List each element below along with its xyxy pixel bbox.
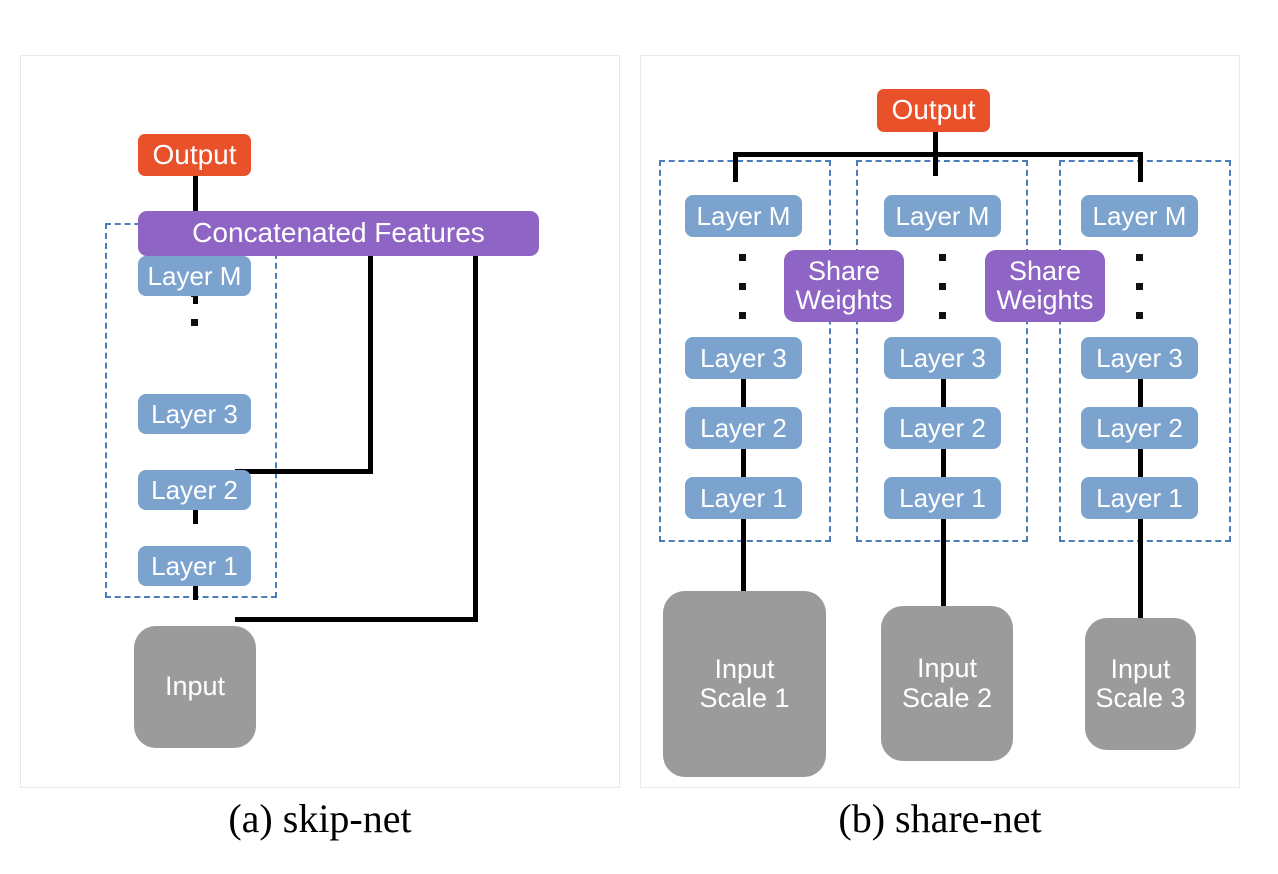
node-share-weights-1[interactable]: Share Weights [784, 250, 904, 322]
node-layer-2-branch-1[interactable]: Layer 2 [685, 407, 802, 449]
ellipsis-dot [1136, 312, 1143, 319]
node-layer-m-branch-3[interactable]: Layer M [1081, 195, 1198, 237]
connector-b1-layer3-layer2 [741, 374, 746, 412]
node-input-scale-1[interactable]: Input Scale 1 [663, 591, 826, 777]
node-share-weights-2[interactable]: Share Weights [985, 250, 1105, 322]
connector-b3-layer1-input [1138, 514, 1143, 629]
ellipsis-dots-branch-2 [939, 254, 946, 319]
skip-connector-layer3-vertical [368, 252, 373, 474]
ellipsis-dots-branch-1 [739, 254, 746, 319]
node-layer-3-skip[interactable]: Layer 3 [138, 394, 251, 434]
connector-output-to-concat [193, 172, 198, 215]
connector-b2-layer2-layer1 [941, 444, 946, 482]
node-layer-1-branch-3[interactable]: Layer 1 [1081, 477, 1198, 519]
node-layer-3-branch-1[interactable]: Layer 3 [685, 337, 802, 379]
panel-share-net: Layer M Layer 3 Layer 2 Layer 1 Input Sc… [640, 55, 1240, 788]
node-layer-1-skip[interactable]: Layer 1 [138, 546, 251, 586]
connector-b2-layer3-layer2 [941, 374, 946, 412]
node-input-skip[interactable]: Input [134, 626, 256, 748]
node-layer-m-branch-1[interactable]: Layer M [685, 195, 802, 237]
caption-skip-net: (a) skip-net [228, 796, 412, 841]
ellipsis-dot [739, 312, 746, 319]
connector-b1-layer2-layer1 [741, 444, 746, 482]
connector-b1-layer1-input [741, 514, 746, 629]
node-input-scale-3[interactable]: Input Scale 3 [1085, 618, 1196, 750]
node-input-scale-2[interactable]: Input Scale 2 [881, 606, 1013, 761]
node-layer-2-skip[interactable]: Layer 2 [138, 470, 251, 510]
node-concatenated-features[interactable]: Concatenated Features [138, 211, 539, 256]
ellipsis-dot [191, 319, 198, 326]
connector-output-bus [733, 152, 1143, 157]
panel-skip-net: Output Concatenated Features Layer M Lay… [20, 55, 620, 788]
connector-b3-layer3-layer2 [1138, 374, 1143, 412]
node-layer-1-branch-1[interactable]: Layer 1 [685, 477, 802, 519]
dashed-group-branch-3 [1059, 160, 1231, 542]
node-layer-3-branch-2[interactable]: Layer 3 [884, 337, 1001, 379]
node-output-skip[interactable]: Output [138, 134, 251, 176]
skip-connector-layer1-vertical [473, 252, 478, 622]
ellipsis-dot [739, 254, 746, 261]
node-layer-3-branch-3[interactable]: Layer 3 [1081, 337, 1198, 379]
node-layer-m-branch-2[interactable]: Layer M [884, 195, 1001, 237]
ellipsis-dot [939, 283, 946, 290]
node-layer-2-branch-3[interactable]: Layer 2 [1081, 407, 1198, 449]
connector-bus-to-branch-3 [1138, 152, 1143, 182]
node-layer-1-branch-2[interactable]: Layer 1 [884, 477, 1001, 519]
node-layer-m-skip[interactable]: Layer M [138, 256, 251, 296]
ellipsis-dot [1136, 283, 1143, 290]
ellipsis-dot [1136, 254, 1143, 261]
connector-b2-layer1-input [941, 514, 946, 629]
skip-connector-layer1-horizontal [235, 617, 478, 622]
ellipsis-dots-branch-3 [1136, 254, 1143, 319]
connector-b3-layer2-layer1 [1138, 444, 1143, 482]
connector-bus-to-branch-1 [733, 152, 738, 182]
node-layer-2-branch-2[interactable]: Layer 2 [884, 407, 1001, 449]
ellipsis-dot [939, 254, 946, 261]
ellipsis-dot [739, 283, 746, 290]
caption-share-net: (b) share-net [838, 796, 1042, 841]
skip-connector-layer3-horizontal [235, 469, 373, 474]
node-output-share[interactable]: Output [877, 89, 990, 132]
ellipsis-dot [939, 312, 946, 319]
